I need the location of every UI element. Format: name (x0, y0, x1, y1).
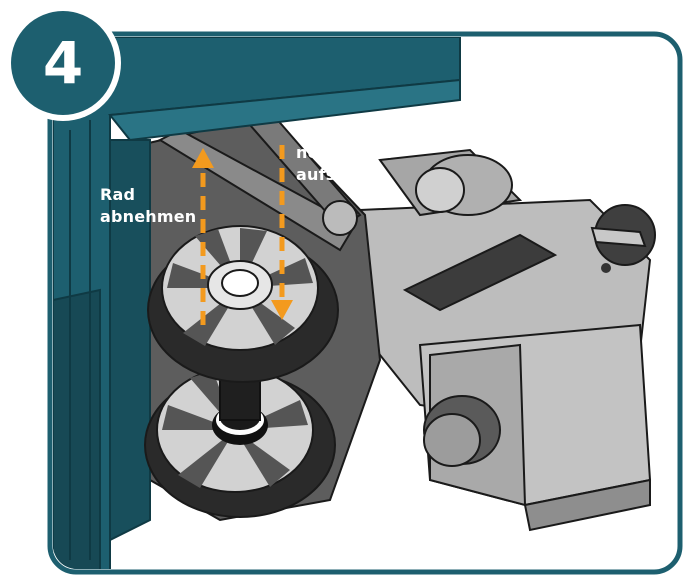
label-attach-line2: aufsetzen (296, 165, 387, 184)
label-remove-line2: abnehmen (100, 207, 197, 226)
arrow-up-dashed-icon (192, 148, 214, 325)
step-number: 4 (42, 29, 84, 97)
label-remove-wheel: Rad abnehmen (100, 184, 196, 228)
machine-body (359, 148, 656, 532)
step-badge-circle (11, 11, 115, 115)
arrow-down-dashed-icon (271, 145, 293, 320)
label-remove-line1: Rad (100, 185, 136, 204)
label-attach-line1: neues Rad (296, 143, 392, 162)
label-attach-wheel: neues Rad aufsetzen (296, 142, 392, 186)
